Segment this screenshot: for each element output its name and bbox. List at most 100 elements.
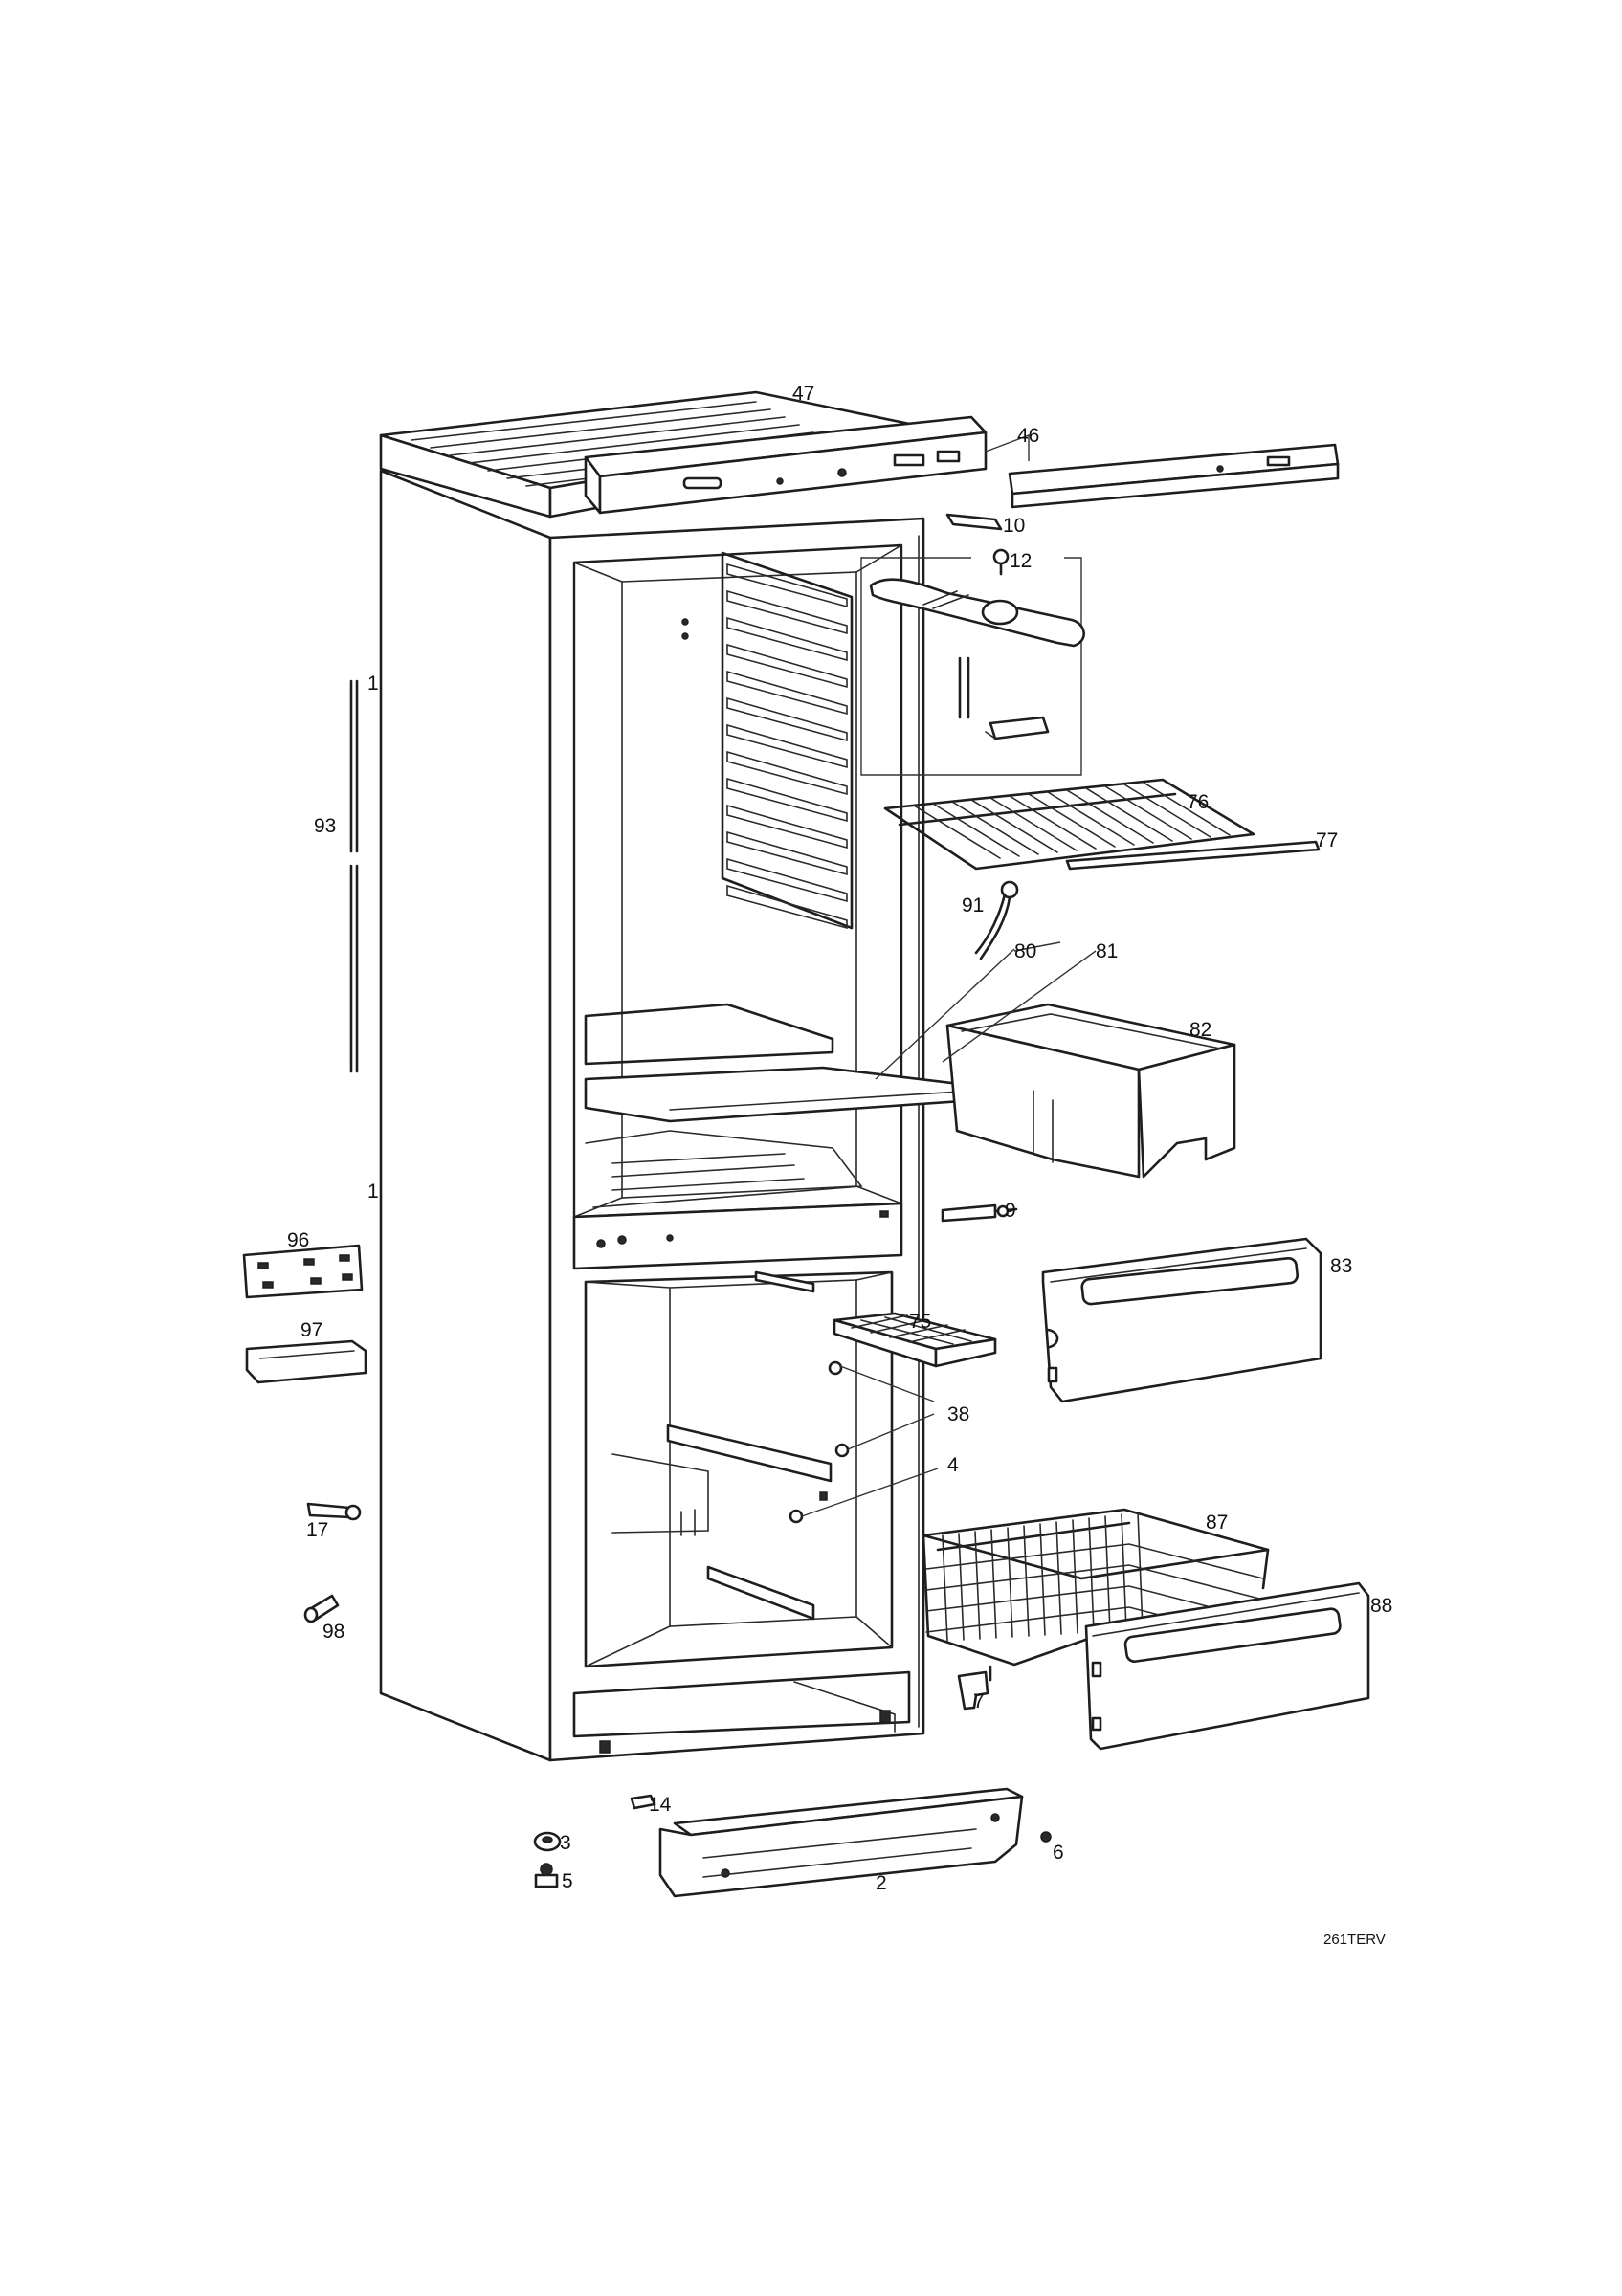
label-83: 83 [1330, 1255, 1352, 1277]
control-panel [584, 415, 988, 515]
label-14: 14 [649, 1794, 672, 1816]
label-81: 81 [1096, 940, 1118, 962]
part-46-control-strip [1008, 443, 1340, 509]
refrigerator-cabinet [379, 469, 925, 1762]
part-96-plate [242, 1244, 364, 1299]
guide-rib [726, 857, 848, 903]
label-88: 88 [1370, 1595, 1392, 1617]
handle-assembly [860, 557, 1085, 776]
shelf-wire [1066, 789, 1154, 844]
basket-wires [925, 1512, 1264, 1643]
basket-wire [1007, 1527, 1013, 1638]
label-3: 3 [560, 1832, 571, 1854]
guide-rib [726, 670, 848, 716]
label-5: 5 [562, 1870, 573, 1892]
part-14-clip [630, 1794, 656, 1810]
part-17-plug [306, 1502, 362, 1521]
callout-labels: 47 46 10 12 1 93 76 77 91 80 81 82 1 96 … [287, 383, 1392, 1948]
label-38: 38 [947, 1403, 969, 1425]
part-5-adjustable-foot [534, 1863, 559, 1888]
guide-rib [726, 723, 848, 769]
part-83-freezer-flap [1041, 1237, 1322, 1403]
shelf-wire [1143, 782, 1231, 836]
basket-wire [1055, 1521, 1062, 1635]
part-77-shelf-edge [1065, 840, 1321, 871]
part-75-ice-tray [833, 1312, 997, 1368]
part-87-wire-basket [922, 1508, 1270, 1667]
part-3-foot-cap [533, 1831, 562, 1852]
shelf-guides [721, 551, 854, 930]
basket-wire [1088, 1517, 1095, 1633]
guide-rib [726, 616, 848, 662]
shelf-wire [970, 799, 1058, 853]
guide-rib [726, 830, 848, 876]
part-98-cylinder [303, 1594, 340, 1623]
label-75: 75 [909, 1311, 931, 1333]
label-87: 87 [1206, 1512, 1228, 1534]
guide-rib [726, 804, 848, 850]
shelf-wire [1009, 795, 1097, 850]
basket-wire [990, 1529, 997, 1639]
basket-wire [958, 1533, 965, 1641]
guide-rib [726, 750, 848, 796]
freezer-internals [611, 1270, 850, 1621]
part-91-cable [974, 880, 1019, 960]
shelf-wire [1047, 791, 1135, 846]
basket-wire [1039, 1523, 1046, 1636]
part-82-crisper [945, 1003, 1236, 1179]
label-9: 9 [1005, 1200, 1016, 1222]
basket-wire [1121, 1513, 1127, 1631]
label-97: 97 [300, 1319, 322, 1341]
label-12: 12 [1010, 550, 1032, 572]
basket-wire [925, 1543, 1264, 1579]
label-98: 98 [322, 1621, 344, 1643]
shelf-wire [1123, 784, 1211, 838]
guide-rib [726, 643, 848, 689]
label-7: 7 [973, 1690, 985, 1712]
basket-wire [1104, 1515, 1111, 1632]
guide-rib [726, 696, 848, 742]
guide-rib [726, 777, 848, 823]
label-91: 91 [962, 894, 984, 916]
shelf-wire [932, 803, 1020, 857]
label-46: 46 [1017, 425, 1039, 447]
label-93: 93 [314, 815, 336, 837]
label-2: 2 [876, 1872, 887, 1894]
shelf-wire [1104, 785, 1192, 840]
guide-ribs [726, 563, 848, 930]
part-76-wire-shelf [883, 778, 1255, 871]
part-10-clip [945, 513, 1003, 531]
label-77: 77 [1316, 829, 1338, 851]
basket-wire [974, 1531, 981, 1640]
label-10: 10 [1003, 515, 1025, 537]
shelf-wire [989, 797, 1078, 851]
shelf-wire [913, 805, 1001, 859]
part-2-plinth [658, 1787, 1024, 1898]
label-6: 6 [1053, 1842, 1064, 1864]
label-82: 82 [1189, 1019, 1211, 1041]
part-12-screw [992, 548, 1010, 576]
part-93-seal-strip [349, 679, 359, 1073]
label-4: 4 [947, 1454, 959, 1476]
label-1-bottom: 1 [367, 1181, 379, 1203]
part-97-handle-cap [245, 1339, 367, 1384]
drawing-code: 261TERV [1323, 1932, 1386, 1948]
label-80: 80 [1014, 940, 1036, 962]
shelf-wires [913, 782, 1231, 859]
part-9-hinge-pin [941, 1203, 1018, 1223]
shelf-wire [1085, 787, 1173, 842]
guide-rib [726, 563, 848, 608]
label-47: 47 [792, 383, 814, 405]
leader-lines [801, 433, 1097, 1517]
basket-wire [1023, 1525, 1030, 1637]
label-1-top: 1 [367, 673, 379, 695]
label-17: 17 [306, 1519, 328, 1541]
part-6-screw [1040, 1831, 1052, 1843]
label-96: 96 [287, 1229, 309, 1251]
basket-wire [925, 1564, 1264, 1601]
label-76: 76 [1187, 791, 1209, 813]
guide-rib [726, 884, 848, 930]
part-88-drawer-front [1084, 1581, 1370, 1751]
